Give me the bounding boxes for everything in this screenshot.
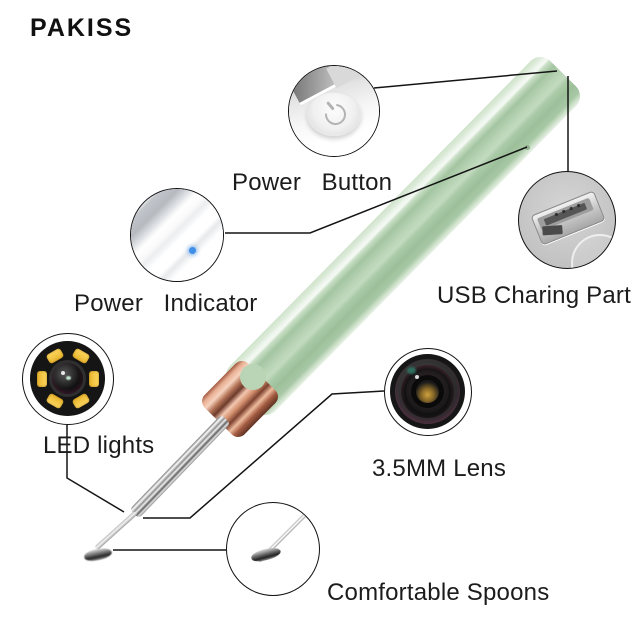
lens-glint <box>61 371 65 375</box>
spoon-icon <box>250 545 282 564</box>
usb-tongue <box>543 202 588 226</box>
led-chip <box>89 371 99 387</box>
power-icon <box>320 99 351 130</box>
lens-glint-green <box>66 376 71 380</box>
lens-glint-white <box>415 375 419 379</box>
usb-latch <box>542 225 563 236</box>
lens-label: 3.5MM Lens <box>372 455 507 482</box>
power-button-label: Power Button <box>232 169 393 196</box>
led-array-icon <box>30 341 105 416</box>
leader-line-lens <box>143 390 385 519</box>
led-label: LED lights <box>43 432 155 459</box>
spoons-label: Comfortable Spoons <box>327 579 550 606</box>
brand-logo: PAKISS <box>30 14 134 42</box>
callout-usb <box>518 171 616 269</box>
device-surface-stripes <box>131 189 223 281</box>
indicator-position-dot <box>525 145 530 150</box>
leader-line-power-button <box>373 70 558 89</box>
callout-spoons <box>226 502 320 596</box>
callout-power-button <box>288 65 380 157</box>
power-button <box>307 92 361 136</box>
callout-lens <box>384 348 472 436</box>
power-indicator-label: Power Indicator <box>74 290 258 317</box>
callout-power-indicator <box>130 188 224 282</box>
usb-label: USB Charing Part <box>437 282 631 309</box>
callout-led-lights <box>22 333 114 425</box>
camera-lens-small-icon <box>49 360 86 397</box>
led-chip <box>37 371 47 387</box>
background-device-arc <box>571 234 615 268</box>
leader-line-led <box>66 425 125 513</box>
leader-line-power-indicator <box>225 146 528 234</box>
lens-glint-teal <box>407 367 416 374</box>
lens-pupil <box>416 380 439 403</box>
indicator-led-dot-icon <box>189 247 196 254</box>
